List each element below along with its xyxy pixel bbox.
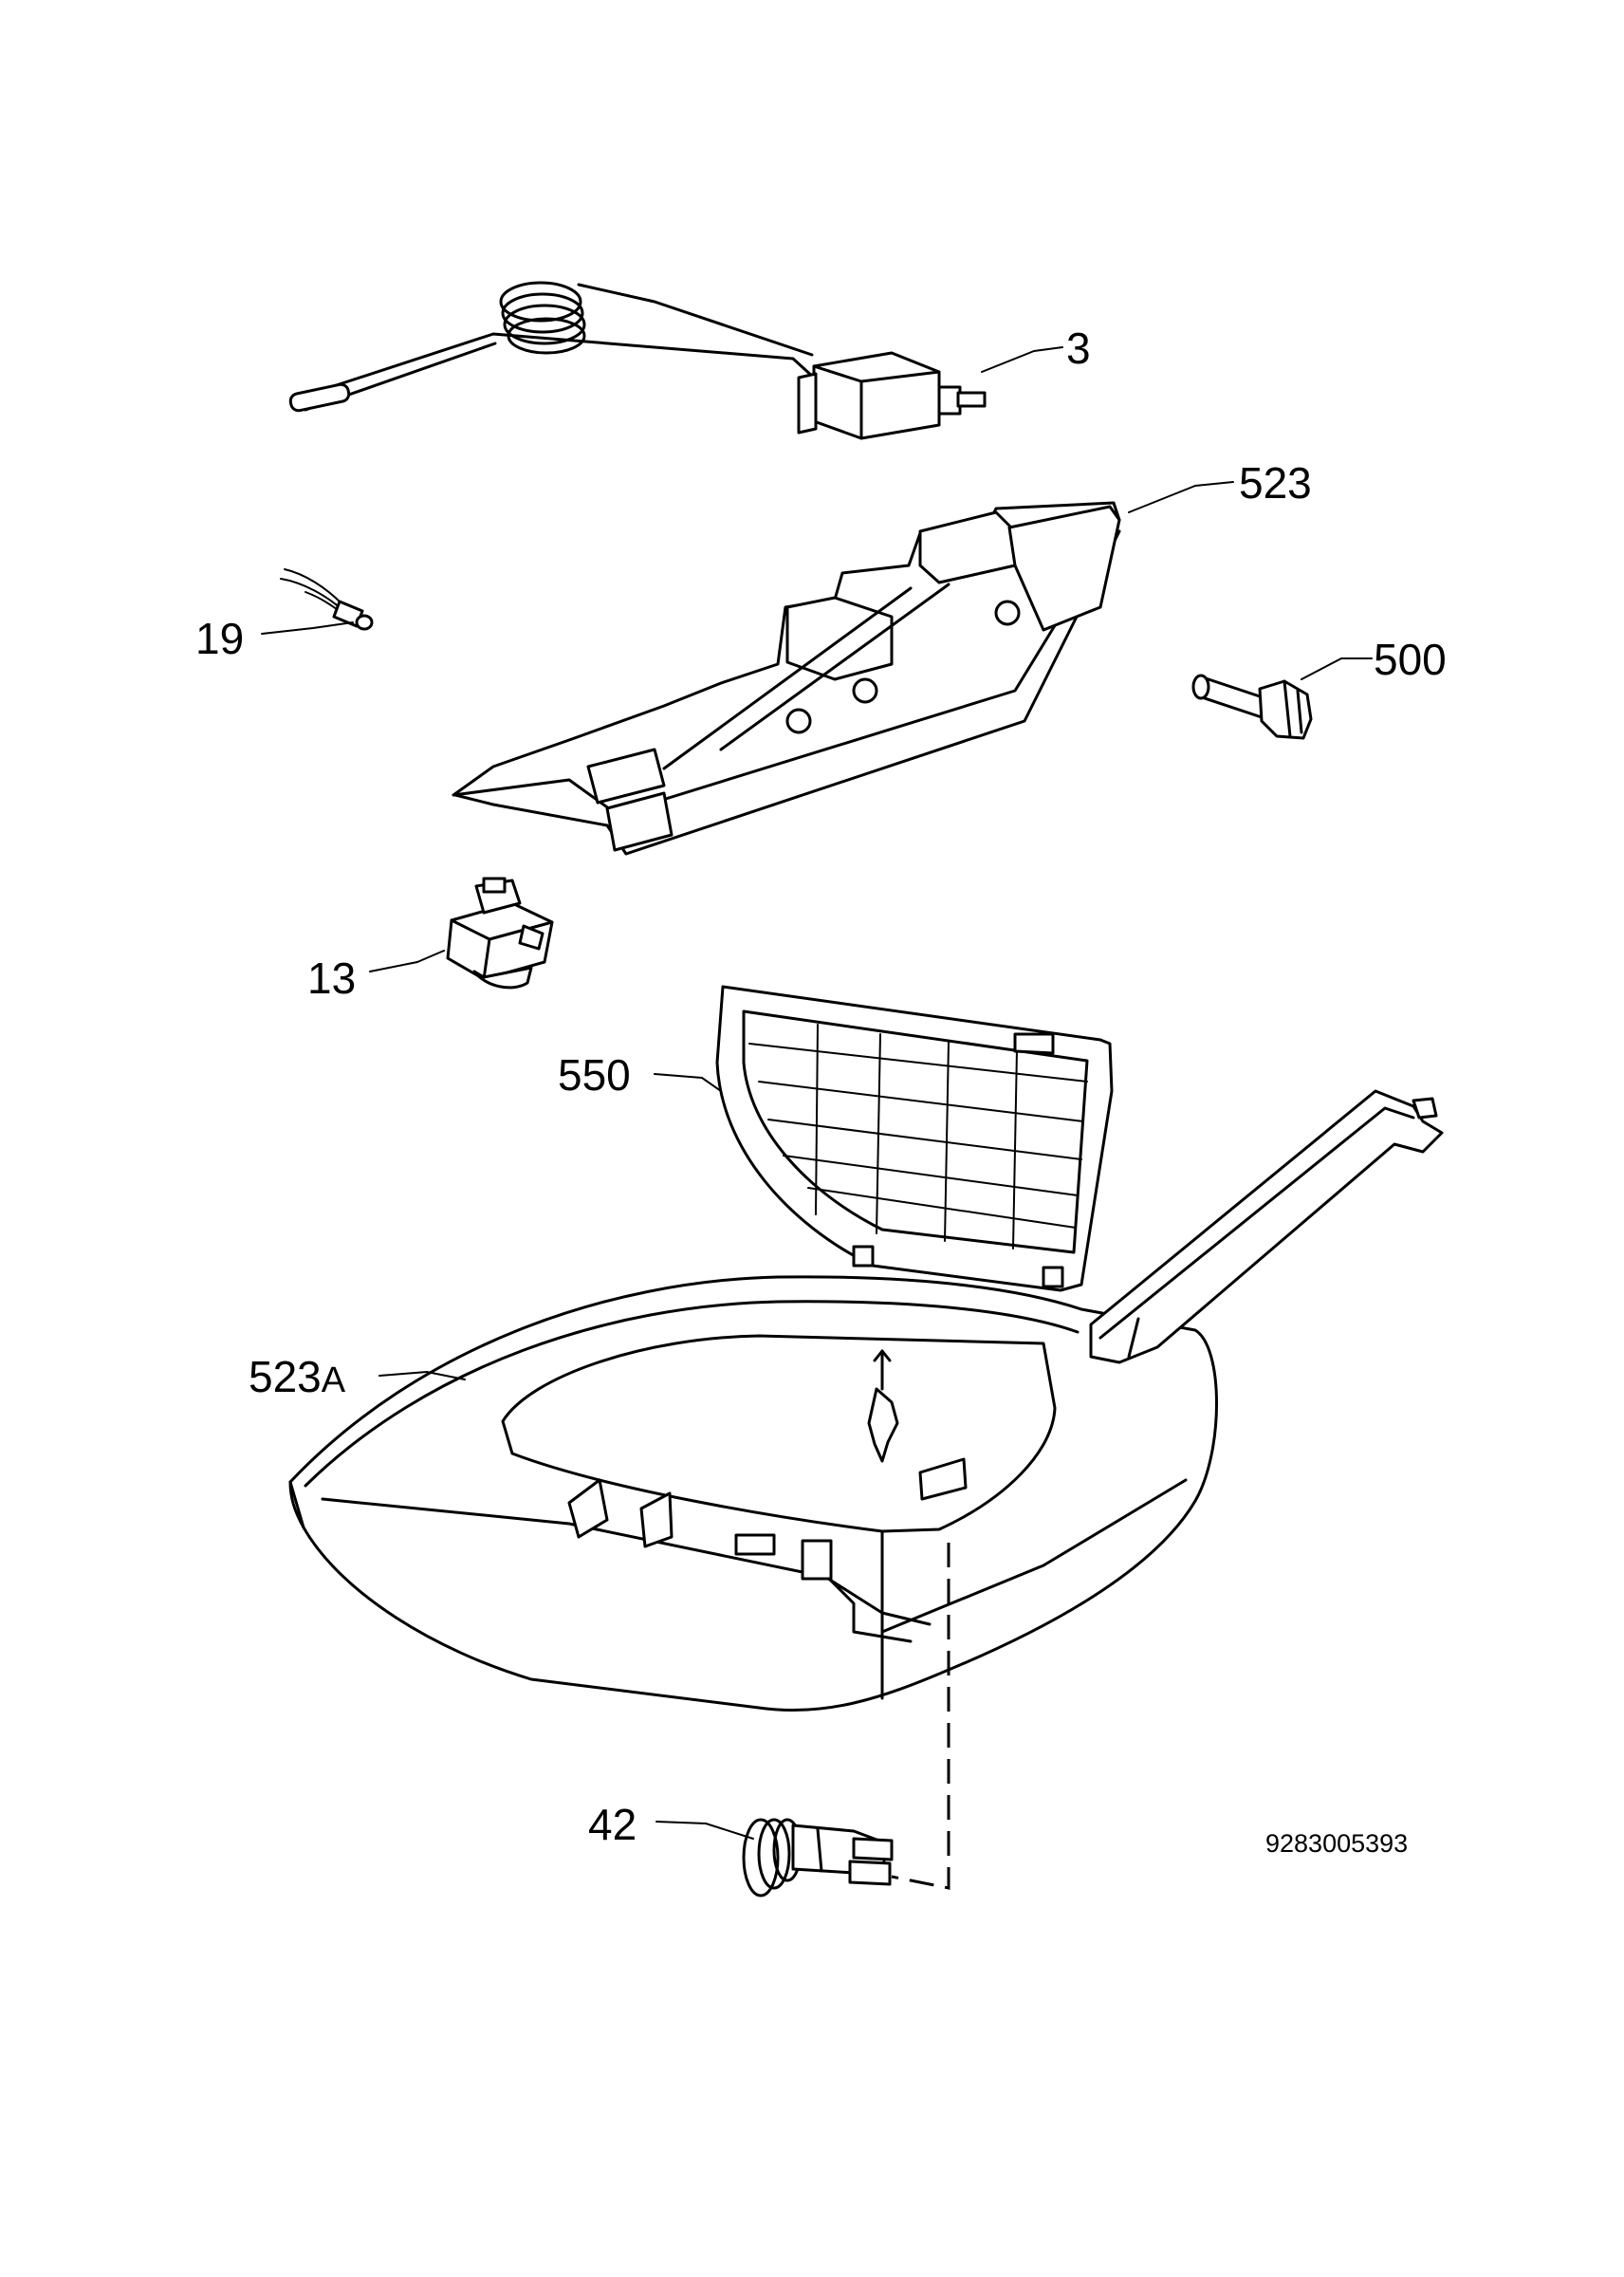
callout-42-number: 42: [588, 1800, 637, 1849]
leader-line-3: [981, 346, 1063, 373]
lamp-housing-bracket-icon: [452, 501, 1121, 856]
leader-line-42: [655, 1821, 754, 1840]
callout-550-number: 550: [558, 1050, 631, 1100]
callout-523: 523: [1239, 461, 1312, 505]
callout-523a-number: 523: [249, 1352, 322, 1401]
leader-line-523a: [378, 1371, 466, 1380]
assembly-line: [891, 1543, 950, 1890]
callout-13-number: 13: [307, 953, 357, 1003]
leader-line-550: [654, 1073, 722, 1092]
callout-42: 42: [588, 1803, 637, 1846]
wire-connector-icon: [280, 568, 374, 631]
lamp-cover-housing-icon: [288, 1089, 1444, 1712]
leader-line-500: [1301, 657, 1373, 680]
leader-line-523: [1128, 481, 1234, 513]
callout-500-number: 500: [1374, 635, 1447, 684]
leader-line-19: [261, 621, 354, 635]
callout-523-number: 523: [1239, 458, 1312, 508]
callout-19: 19: [195, 617, 244, 660]
push-rivet-icon: [1191, 674, 1313, 740]
grille-cover-icon: [715, 985, 1114, 1292]
callout-523a-suffix: A: [321, 1361, 346, 1400]
callout-3-number: 3: [1066, 324, 1091, 373]
callout-3: 3: [1066, 326, 1091, 370]
callout-500: 500: [1374, 638, 1447, 681]
callout-13: 13: [307, 956, 356, 1000]
lamp-holder-icon: [742, 1818, 894, 1898]
callout-523a: 523A: [249, 1355, 345, 1398]
thermostat-icon: [288, 281, 987, 440]
reference-number: 9283005393: [1265, 1829, 1409, 1858]
callout-19-number: 19: [195, 614, 245, 663]
light-switch-icon: [446, 877, 554, 990]
leader-line-13: [369, 950, 445, 972]
callout-550: 550: [558, 1053, 631, 1097]
